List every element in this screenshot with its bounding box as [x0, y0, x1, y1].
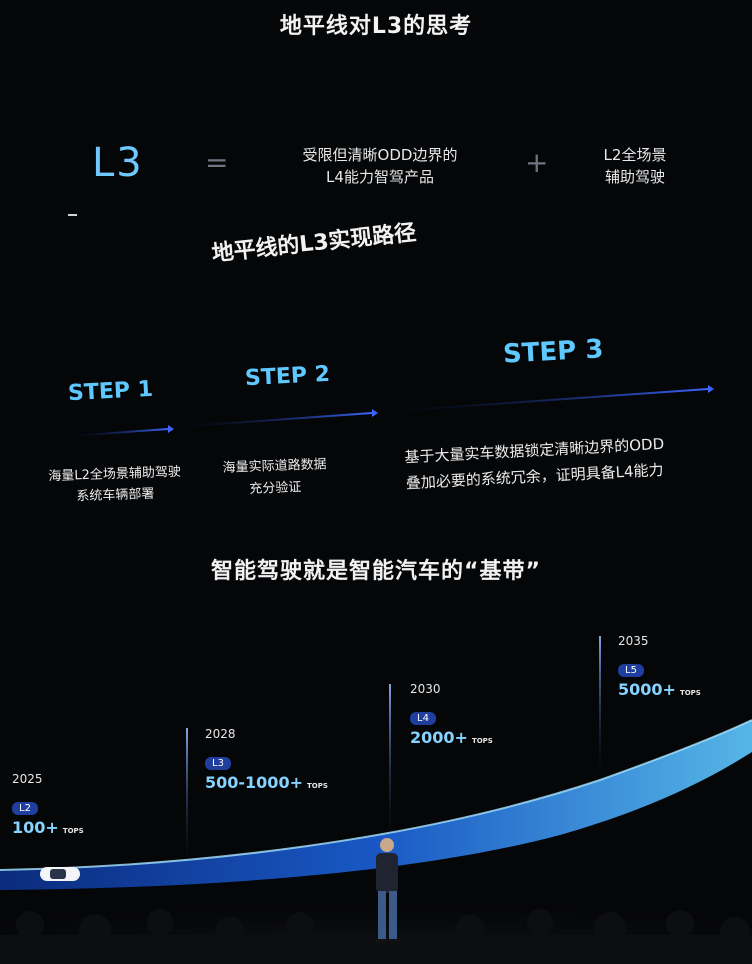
marker-2030 [389, 684, 391, 829]
milestone-year: 2035 [618, 634, 649, 648]
level-badge: L4 [410, 712, 436, 725]
equals-sign: = [205, 146, 229, 179]
step-1-description: 海量L2全场景辅助驾驶 系统车辆部署 [29, 461, 200, 509]
step-2-line2: 充分验证 [249, 480, 302, 497]
term1-line1: 受限但清晰ODD边界的 [302, 146, 458, 164]
step-1-label: STEP 1 [67, 376, 154, 407]
growth-curve-edge [0, 719, 752, 871]
milestone-2030: 2030 L4 2000+TOPS [410, 682, 493, 747]
marker-2028 [186, 728, 188, 853]
car-icon [40, 867, 80, 881]
milestone-2028: 2028 L3 500-1000+TOPS [205, 727, 328, 792]
compute-unit: TOPS [471, 737, 493, 745]
step-3-label: STEP 3 [502, 334, 605, 370]
step2-arrow [174, 412, 373, 428]
divider-tick [68, 214, 77, 216]
step3-arrowhead [708, 385, 714, 393]
milestone-year: 2025 [12, 772, 43, 786]
level-badge: L3 [205, 757, 231, 770]
step1-arrow [69, 428, 169, 437]
milestone-year: 2030 [410, 682, 441, 696]
marker-2035 [599, 636, 601, 766]
equation-term1: 受限但清晰ODD边界的 L4能力智驾产品 [280, 144, 480, 188]
compute-unit: TOPS [679, 689, 701, 697]
slide-title: 地平线对L3的思考 [279, 14, 473, 39]
step2-arrowhead [372, 409, 378, 417]
compute-value: 5000+ [618, 680, 676, 699]
term1-line2: L4能力智驾产品 [326, 168, 434, 186]
compute-unit: TOPS [306, 782, 328, 790]
milestone-2025: 2025 L2 100+TOPS [12, 772, 84, 837]
milestone-2035: 2035 L5 5000+TOPS [618, 634, 701, 699]
presenter-figure [376, 838, 400, 943]
level-badge: L2 [12, 802, 38, 815]
compute-value: 2000+ [410, 728, 468, 747]
plus-sign: + [525, 146, 549, 179]
term2-line2: 辅助驾驶 [604, 168, 665, 186]
compute-value: 100+ [12, 818, 59, 837]
equation-lhs: L3 [92, 140, 144, 186]
equation-term2: L2全场景 辅助驾驶 [585, 144, 685, 188]
level-badge: L5 [618, 664, 644, 677]
step-2-label: STEP 2 [244, 361, 331, 392]
step1-arrowhead [168, 425, 174, 433]
compute-unit: TOPS [62, 827, 84, 835]
milestone-year: 2028 [205, 727, 236, 741]
step-2-description: 海量实际道路数据 充分验证 [209, 454, 340, 503]
step-2-line1: 海量实际道路数据 [222, 457, 327, 476]
step3-arrow [379, 388, 709, 413]
compute-value: 500-1000+ [205, 773, 303, 792]
term2-line1: L2全场景 [603, 146, 667, 164]
subtitle: 智能驾驶就是智能汽车的“基带” [211, 559, 541, 584]
